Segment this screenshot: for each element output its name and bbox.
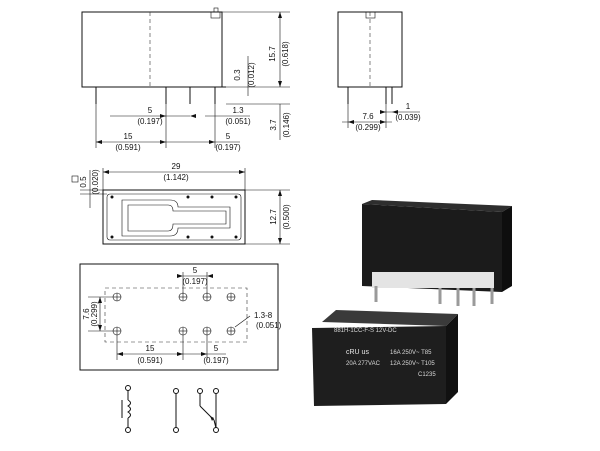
pcb-row-inch-label: (0.299) — [90, 301, 99, 327]
d15-label: 15 — [124, 132, 133, 141]
coil-symbol — [121, 385, 131, 433]
side-view-nub — [213, 7, 219, 13]
end-pin-inch-label: (0.039) — [395, 113, 421, 122]
side-view-vent — [210, 11, 221, 19]
pcb-hole — [202, 292, 212, 302]
top-length-inch-label: (1.142) — [163, 173, 189, 182]
wiring-schematic — [121, 385, 219, 433]
pitch5-inch-label: (0.197) — [137, 117, 163, 126]
relay-label-line4: 12A 250V~ T105 — [390, 361, 435, 367]
side-view-body — [81, 11, 223, 88]
top-view: 29 (1.142) 12.7 (0.500) 0.5 (0.020) — [71, 162, 291, 245]
top-width-label: 12.7 — [269, 209, 278, 225]
pcb-layout: 5 (0.197) 7.6 (0.299) 1.3-8 (0.051) 15 (… — [79, 263, 282, 371]
relay-label-line2: 16A 250V~ T85 — [390, 350, 432, 356]
end-pin-label: 1 — [406, 102, 411, 111]
pcb-hole-label: 1.3-8 — [254, 311, 273, 320]
pcb-d5b-inch-label: (0.197) — [203, 356, 229, 365]
relay-photo-rear — [362, 200, 512, 306]
pcb-hole — [178, 292, 188, 302]
pcb-holes — [112, 292, 236, 336]
pcb-d15-inch-label: (0.591) — [137, 356, 163, 365]
relay-label-line3: 20A 277VAC — [346, 361, 381, 367]
relay-label-line5: C1235 — [418, 372, 436, 378]
relay-label-cert: cRU us — [346, 349, 369, 356]
gap-inch-label: (0.012) — [247, 62, 256, 88]
top-length-label: 29 — [172, 162, 181, 171]
pcb-outline — [104, 287, 248, 343]
end-view: 7.6 (0.299) 1 (0.039) — [337, 11, 421, 132]
pcb-d5b-label: 5 — [214, 344, 219, 353]
pcb-hole — [202, 326, 212, 336]
pcb-hole — [112, 292, 122, 302]
end-width-label: 7.6 — [362, 112, 374, 121]
pcb-d5-label: 5 — [193, 266, 198, 275]
top-edge-inch-label: (0.020) — [91, 169, 100, 195]
side-height-inch-label: (0.618) — [281, 41, 290, 67]
pcb-row-label: 7.6 — [82, 308, 91, 320]
end-width-inch-label: (0.299) — [355, 123, 381, 132]
pitch5-label: 5 — [148, 106, 153, 115]
pcb-d5-inch-label: (0.197) — [182, 277, 208, 286]
side-height-label: 15.7 — [268, 46, 277, 62]
pcb-hole — [112, 326, 122, 336]
contact-symbol — [173, 388, 219, 433]
pcb-frame — [79, 263, 279, 371]
top-edge-label: 0.5 — [79, 176, 88, 188]
relay-photo-front: 881H-1CC-F-S 12V-DC cRU us 16A 250V~ T85… — [312, 310, 458, 406]
pin-length-label: 3.7 — [269, 119, 278, 131]
top-view-recess — [121, 199, 231, 237]
top-view-body — [102, 189, 246, 245]
relay-label-line1: 881H-1CC-F-S 12V-DC — [334, 328, 397, 334]
d5b-inch-label: (0.197) — [215, 143, 241, 152]
d5b-label: 5 — [226, 132, 231, 141]
pcb-hole — [226, 326, 236, 336]
d13-inch-label: (0.051) — [225, 117, 251, 126]
pcb-d15-label: 15 — [146, 344, 155, 353]
pcb-hole — [226, 292, 236, 302]
top-width-inch-label: (0.500) — [282, 204, 291, 230]
pin-length-inch-label: (0.146) — [282, 112, 291, 138]
pcb-hole-inch-label: (0.051) — [256, 321, 282, 330]
d13-label: 1.3 — [232, 106, 244, 115]
d15-inch-label: (0.591) — [115, 143, 141, 152]
pcb-hole — [178, 326, 188, 336]
side-view: 15.7 (0.618) 0.3 (0.012) 3.7 (0.146) 5 (… — [81, 7, 291, 152]
gap-label: 0.3 — [233, 69, 242, 81]
